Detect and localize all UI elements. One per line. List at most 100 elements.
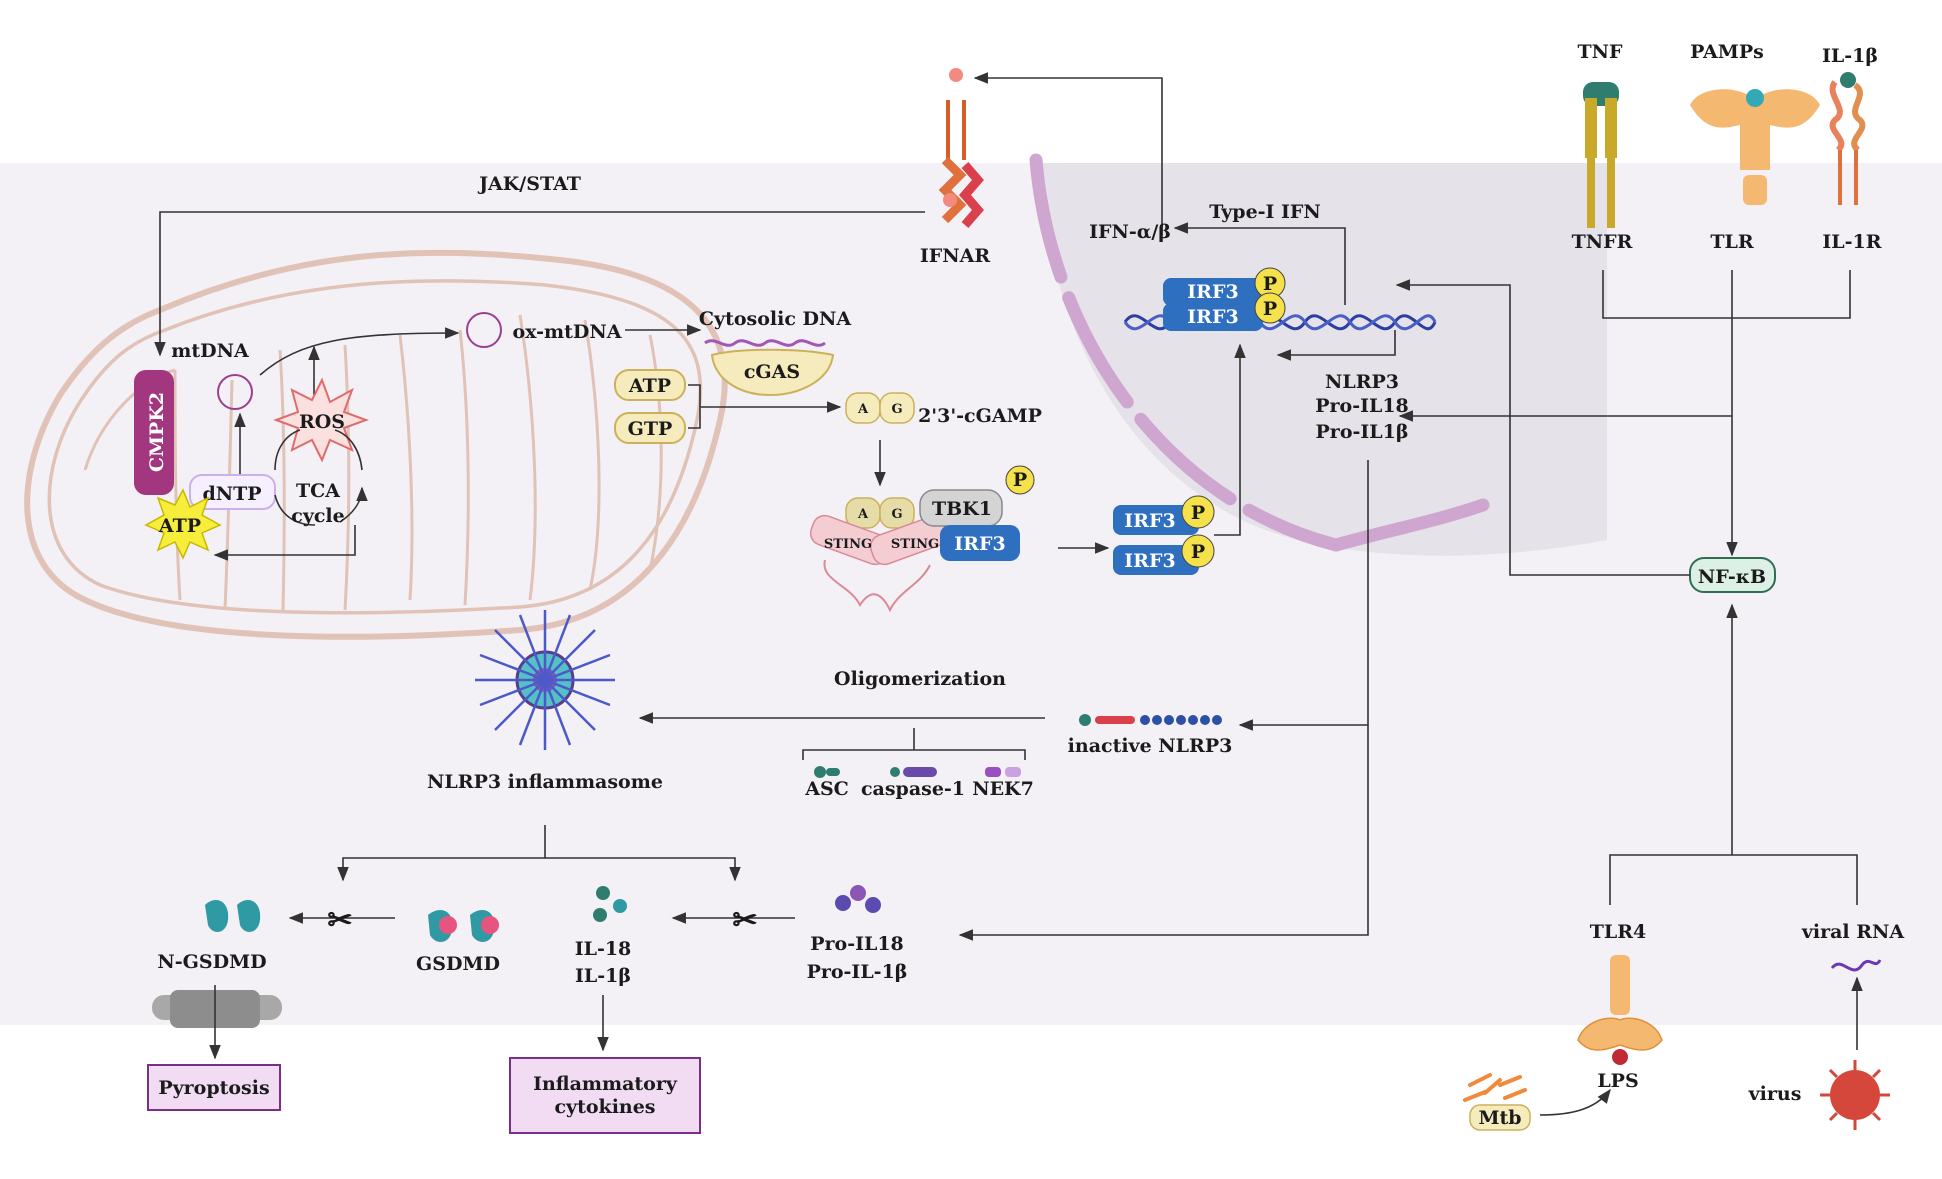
p-nuclear-2: P xyxy=(1263,298,1277,320)
irf3-cyto-2 xyxy=(1113,545,1199,575)
ros-label: ROS xyxy=(299,411,345,433)
cgamp-molecule xyxy=(845,392,915,424)
mtdna-circle xyxy=(217,374,253,410)
virus-particle xyxy=(1820,1060,1890,1130)
virus-label: virus xyxy=(1748,1083,1802,1105)
mtdna-label: mtDNA xyxy=(171,340,249,362)
cgamp-label: 2'3'-cGAMP xyxy=(918,405,1042,427)
tca-label-1: TCA xyxy=(296,480,340,502)
pro-il1b-label: Pro-IL-1β xyxy=(807,961,908,983)
il1r-label: IL-1R xyxy=(1822,231,1881,253)
nucleus xyxy=(1029,153,1607,556)
nfkb-label: NF-κB xyxy=(1698,566,1766,588)
asc-label: ASC xyxy=(804,778,849,800)
tlr4-label: TLR4 xyxy=(1590,921,1647,943)
tbk1-p: P xyxy=(1013,469,1027,491)
irf3-sting-label: IRF3 xyxy=(954,533,1005,555)
tnf-label: TNF xyxy=(1578,41,1624,63)
tca-label-2: cycle xyxy=(291,505,344,527)
nucleus-pro-il1b: Pro-IL1β xyxy=(1316,421,1409,443)
ox-mtdna-circle xyxy=(466,312,502,348)
tlr-receptor xyxy=(1690,89,1820,205)
sting-text-2: STING xyxy=(891,537,939,552)
p-cyto-2: P xyxy=(1191,541,1205,563)
sting-complex xyxy=(809,465,1035,613)
inflam-label-1: Inflammatory xyxy=(533,1073,678,1095)
caspase1-molecule xyxy=(890,767,937,777)
cmpk2-label: CMPK2 xyxy=(146,392,168,472)
scissors-icon-1: ✂ xyxy=(327,903,352,938)
scissors-icon-2: ✂ xyxy=(732,903,757,938)
lps-label: LPS xyxy=(1597,1070,1638,1092)
dntp-box xyxy=(189,474,276,510)
cytosolic-dna-strand xyxy=(704,339,826,347)
nek7-label: NEK7 xyxy=(972,778,1034,800)
pyroptosis-label: Pyroptosis xyxy=(158,1077,269,1099)
irf3-cyto-1-label: IRF3 xyxy=(1124,510,1175,532)
nlrp3-inflammasome-label: NLRP3 inflammasome xyxy=(427,771,663,793)
nucleus-nlrp3: NLRP3 xyxy=(1325,371,1399,393)
inflammatory-cytokines-box xyxy=(509,1057,701,1134)
tnfr-label: TNFR xyxy=(1572,231,1633,253)
il18-il1b-molecules xyxy=(593,886,627,922)
cell-cytoplasm xyxy=(0,163,1942,1025)
irf3-nuclear-1-label: IRF3 xyxy=(1187,281,1238,303)
tlr-label: TLR xyxy=(1710,231,1753,253)
il1b-label-product: IL-1β xyxy=(575,965,631,987)
jak-stat-label: JAK/STAT xyxy=(477,173,581,195)
pro-il-molecules xyxy=(835,885,881,913)
cgas-enzyme xyxy=(710,348,835,397)
cmpk2-block xyxy=(134,370,174,495)
asc-molecule xyxy=(814,766,840,778)
pro-il18-label: Pro-IL18 xyxy=(810,933,904,955)
cgas-label: cGAS xyxy=(744,361,800,383)
tnf-receptor xyxy=(1583,82,1619,228)
cgamp-a: A xyxy=(857,402,869,417)
gsdmd-molecule xyxy=(428,910,499,942)
il18-label: IL-18 xyxy=(575,938,632,960)
mtb-box xyxy=(1469,1104,1531,1131)
type1-ifn-label: Type-I IFN xyxy=(1209,201,1321,223)
inflam-label-2: cytokines xyxy=(554,1096,655,1118)
atp-mito-label: ATP xyxy=(158,515,201,537)
inactive-nlrp3-molecule xyxy=(1079,714,1222,726)
sting-text-1: STING xyxy=(824,537,872,552)
irf3-nuclear-2 xyxy=(1163,303,1263,331)
mtb-label: Mtb xyxy=(1478,1107,1521,1129)
sting-g: G xyxy=(891,507,902,522)
ifnar-label: IFNAR xyxy=(920,245,990,267)
il1b-label: IL-1β xyxy=(1822,45,1878,67)
irf3-cyto-2-label: IRF3 xyxy=(1124,550,1175,572)
ifn-ab-label: IFN-α/β xyxy=(1089,221,1171,243)
p-nuclear-1: P xyxy=(1263,273,1277,295)
inactive-nlrp3-label: inactive NLRP3 xyxy=(1068,735,1233,757)
cytosolic-dna-label: Cytosolic DNA xyxy=(699,308,851,330)
mtb-bacteria xyxy=(1463,1073,1527,1102)
il1-receptor xyxy=(1829,72,1866,205)
irf3-nuclear-2-label: IRF3 xyxy=(1187,306,1238,328)
atp-mito-burst xyxy=(144,488,222,560)
ox-mtdna-label: ox-mtDNA xyxy=(512,321,621,343)
caspase1-label: caspase-1 xyxy=(861,778,965,800)
gtp-label: GTP xyxy=(628,418,673,440)
ifnar-receptor xyxy=(938,68,984,228)
sting-a: A xyxy=(857,507,869,522)
gsdmd-label: GSDMD xyxy=(416,953,500,975)
viral-rna-label: viral RNA xyxy=(1801,921,1905,943)
n-gsdmd-label: N-GSDMD xyxy=(157,951,266,973)
pamps-label: PAMPs xyxy=(1690,41,1764,63)
nucleus-pro-il18: Pro-IL18 xyxy=(1315,395,1409,417)
p-cyto-1: P xyxy=(1191,502,1205,524)
tbk1-label: TBK1 xyxy=(932,498,992,520)
irf3-nuclear-1 xyxy=(1163,278,1263,306)
nlrp3-inflammasome-icon xyxy=(475,610,615,750)
n-gsdmd-molecule xyxy=(205,900,261,932)
atp-label: ATP xyxy=(628,375,671,397)
pyroptosis-box xyxy=(147,1064,281,1111)
gtp-box xyxy=(614,412,686,444)
cgamp-g: G xyxy=(891,402,902,417)
viral-rna-strand xyxy=(1830,959,1882,972)
irf3-cyto-1 xyxy=(1113,505,1199,535)
dntp-label: dNTP xyxy=(202,483,261,505)
ros-burst xyxy=(273,377,369,463)
